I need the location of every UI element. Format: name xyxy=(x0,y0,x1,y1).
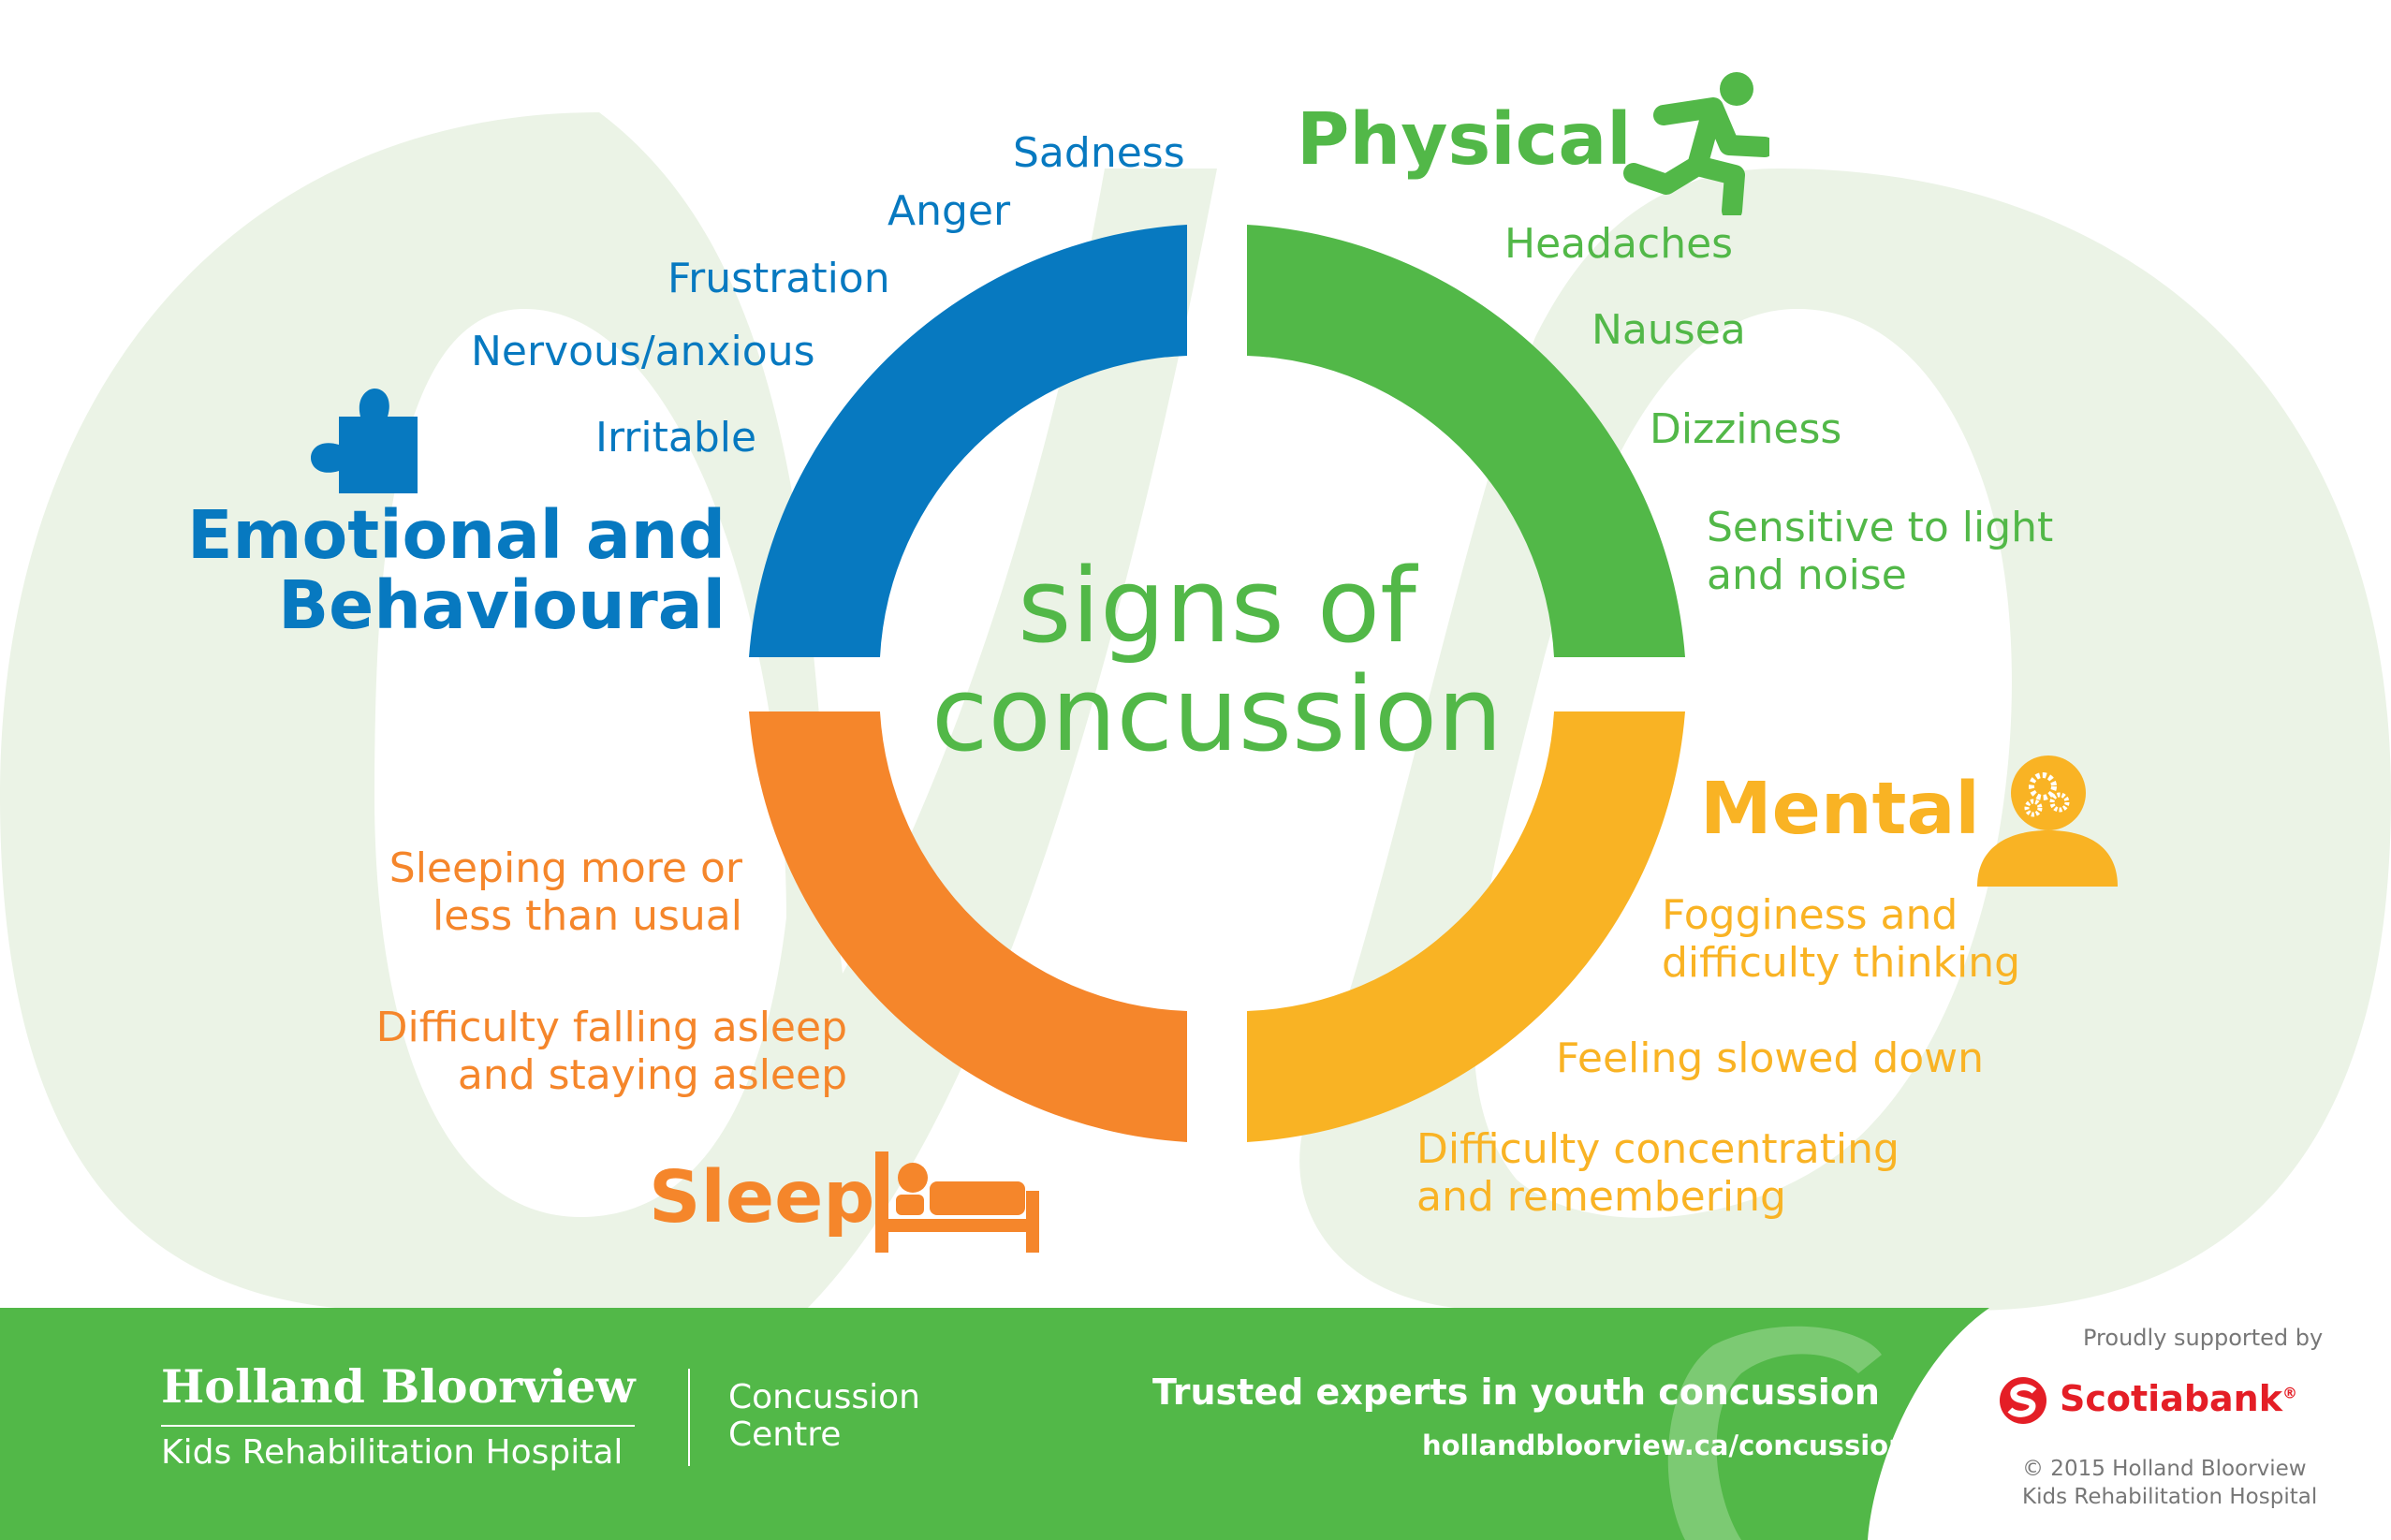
symptom-irritable: Irritable xyxy=(595,414,757,462)
symptom-sensitive-line2: and noise xyxy=(1707,551,1907,600)
head-with-gears-icon xyxy=(1977,755,2118,887)
scotiabank-logo-icon xyxy=(2000,1377,2046,1424)
footer xyxy=(0,1308,1989,1540)
symptom-falling-asleep: Difficulty falling asleep and staying as… xyxy=(281,1004,847,1099)
footer-loop-decoration xyxy=(1667,1326,1882,1540)
footer-centre-name: Concussion Centre xyxy=(728,1379,920,1453)
footer-logo-sub: Kids Rehabilitation Hospital xyxy=(161,1433,623,1472)
copyright-line2: Kids Rehabilitation Hospital xyxy=(2022,1484,2318,1509)
symptom-sadness: Sadness xyxy=(1013,129,1185,177)
symptom-falling-asleep-line2: and staying asleep xyxy=(457,1051,847,1100)
center-title-line2: concussion xyxy=(931,653,1503,774)
symptom-nausea: Nausea xyxy=(1592,306,1746,354)
symptom-sensitive: Sensitive to light and noise xyxy=(1707,504,2053,599)
symptom-sleeping-more-line2: less than usual xyxy=(433,892,742,941)
symptom-dizziness: Dizziness xyxy=(1650,405,1842,453)
ring-segment-sleep xyxy=(749,711,1187,1142)
ring-segment-emotional xyxy=(749,225,1187,657)
category-title-emotional-line1: Emotional and xyxy=(187,496,726,574)
center-title: signs of concussion xyxy=(889,546,1545,774)
symptom-sleeping-more-line1: Sleeping more or xyxy=(389,844,742,892)
category-title-physical: Physical xyxy=(1297,98,1632,182)
footer-centre-line1: Concussion xyxy=(728,1378,920,1416)
symptom-fogginess: Fogginess and difficulty thinking xyxy=(1662,891,2020,987)
symptom-anger: Anger xyxy=(887,187,1011,235)
supported-by-label: Proudly supported by xyxy=(2083,1325,2324,1351)
symptom-headaches: Headaches xyxy=(1504,220,1734,268)
symptom-falling-asleep-line1: Difficulty falling asleep xyxy=(375,1004,847,1051)
footer-tagline: Trusted experts in youth concussion xyxy=(1152,1371,1880,1413)
footer-url[interactable]: hollandbloorview.ca/concussion xyxy=(1422,1430,1908,1461)
symptom-concentrating-line2: and remembering xyxy=(1416,1173,1786,1222)
footer-logo-name: Holland Bloorview xyxy=(161,1359,636,1414)
symptom-concentrating: Difficulty concentrating and remembering xyxy=(1416,1125,1900,1221)
symptom-fogginess-line2: difficulty thinking xyxy=(1662,939,2021,988)
footer-vertical-divider xyxy=(688,1369,690,1466)
category-title-mental: Mental xyxy=(1700,768,1980,851)
bed-icon xyxy=(875,1151,1039,1253)
puzzle-piece-icon xyxy=(311,389,418,493)
footer-logo-divider xyxy=(161,1425,635,1427)
symptom-frustration: Frustration xyxy=(667,255,890,302)
ring-segment-mental xyxy=(1247,711,1685,1142)
footer-green-band xyxy=(0,1308,1989,1540)
category-title-sleep: Sleep xyxy=(649,1156,875,1239)
copyright: © 2015 Holland Bloorview Kids Rehabilita… xyxy=(2022,1456,2318,1512)
center-title-line1: signs of xyxy=(1018,546,1416,666)
symptom-nervous: Nervous/anxious xyxy=(471,328,815,375)
category-title-emotional-line2: Behavioural xyxy=(278,565,726,644)
copyright-line1: © 2015 Holland Bloorview xyxy=(2022,1457,2307,1481)
symptom-sleeping-more: Sleeping more or less than usual xyxy=(281,844,742,940)
scotiabank-logo-text: Scotiabank® xyxy=(2060,1378,2297,1419)
symptom-fogginess-line1: Fogginess and xyxy=(1662,891,1958,939)
symptom-sensitive-line1: Sensitive to light xyxy=(1707,504,2054,551)
scotiabank-registered-mark: ® xyxy=(2282,1384,2298,1402)
symptom-slowed: Feeling slowed down xyxy=(1556,1034,1985,1082)
symptom-concentrating-line1: Difficulty concentrating xyxy=(1416,1125,1900,1173)
running-person-icon xyxy=(1623,72,1769,215)
footer-centre-line2: Centre xyxy=(728,1415,842,1454)
ring-segment-physical xyxy=(1247,225,1685,657)
category-title-emotional: Emotional and Behavioural xyxy=(187,496,726,644)
concussion-ring xyxy=(749,225,1685,1142)
scotiabank-name: Scotiabank xyxy=(2060,1378,2283,1419)
